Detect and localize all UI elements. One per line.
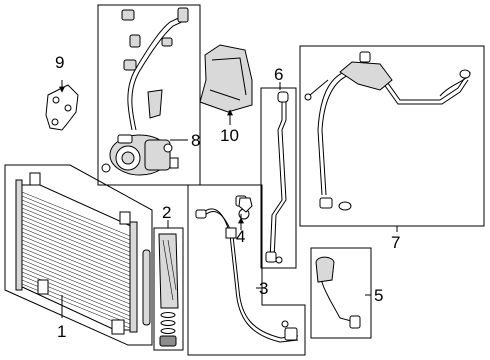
condenser-fin-line: [21, 263, 131, 309]
callout-1: 1: [57, 322, 66, 341]
callout-4: 4: [236, 227, 245, 246]
condenser-fin-line: [21, 243, 131, 289]
condenser-fin-line: [21, 255, 131, 301]
callout-3: 3: [259, 279, 268, 298]
filter-plug: [159, 335, 177, 347]
suction-pipe-box: [299, 45, 485, 227]
condenser-fin-line: [21, 199, 131, 245]
compressor-group: [97, 4, 201, 186]
callout-7: 7: [391, 233, 400, 252]
condenser-fin-line: [21, 223, 131, 269]
condenser-fin-line: [21, 267, 131, 313]
condenser-fin-line: [21, 239, 131, 285]
condenser-fin-line: [21, 271, 131, 317]
condenser-fin-line: [21, 247, 131, 293]
discharge-hose: [199, 208, 299, 343]
o-ring: [160, 320, 176, 326]
condenser-fin-line: [21, 195, 131, 241]
compressor-body: [109, 134, 173, 176]
callout-9: 9: [55, 53, 64, 72]
condenser-outline-box: [4, 164, 153, 346]
leader-lines: [59, 80, 398, 296]
desiccant-group: [153, 220, 184, 351]
condenser-fin-line: [21, 191, 131, 237]
condenser-core: [15, 172, 138, 335]
callout-10: 10: [220, 126, 239, 145]
heat-shield-group: [199, 44, 253, 113]
hose-outline-box: [187, 184, 306, 356]
condenser-fin-line: [21, 207, 131, 253]
pressure-sensor: [238, 197, 253, 213]
suction-pipe: [317, 69, 467, 196]
desiccant-bag: [158, 233, 179, 309]
compressor-box: [97, 4, 201, 186]
condenser-fin-line: [21, 259, 131, 305]
condenser-fin-line: [21, 231, 131, 277]
suction-pipe-group: [299, 45, 485, 227]
condenser-fin-line: [21, 235, 131, 281]
suction-line: [319, 274, 356, 323]
discharge-hose-group: [187, 184, 306, 356]
receiver-drier-tube: [142, 249, 151, 326]
callout-5: 5: [374, 286, 383, 305]
liquid-line-box: [260, 87, 297, 269]
o-ring: [160, 312, 176, 318]
condenser-fin-line: [21, 211, 131, 257]
condenser-group: [4, 164, 153, 346]
condenser-fin-line: [21, 227, 131, 273]
bracket-group: [45, 84, 79, 131]
callout-6: 6: [274, 65, 283, 84]
condenser-fin-line: [21, 251, 131, 297]
condenser-fin-line: [21, 219, 131, 265]
line-outline-box: [310, 247, 372, 339]
callout-2: 2: [162, 203, 171, 222]
condenser-fin-line: [21, 203, 131, 249]
liquid-line-pipe: [269, 98, 283, 261]
condenser-fin-line: [21, 215, 131, 261]
heat-shield: [199, 44, 253, 113]
callout-8: 8: [191, 131, 200, 150]
o-ring: [160, 328, 176, 334]
liquid-line-group: [260, 87, 297, 269]
suction-line-group: [310, 247, 372, 339]
